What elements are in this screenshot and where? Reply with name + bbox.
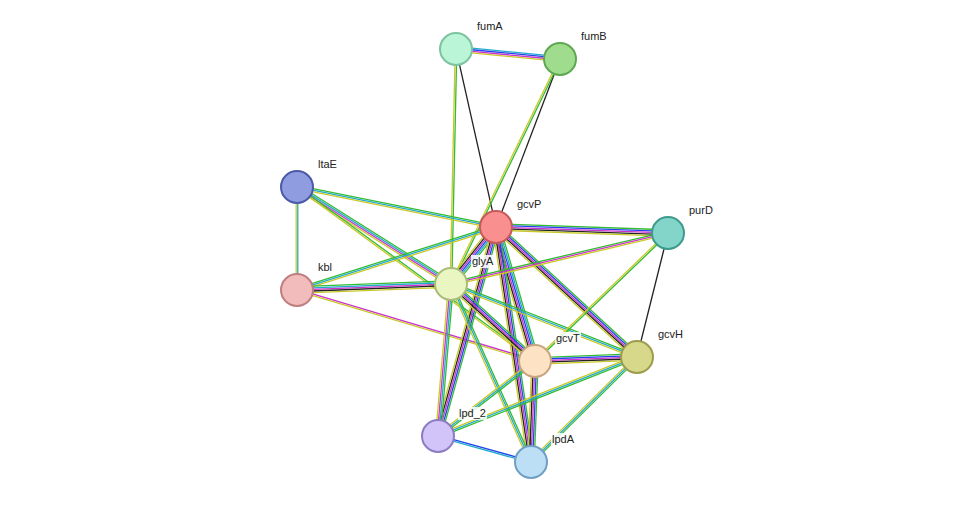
evidence-line <box>472 50 544 57</box>
interaction-edge <box>309 193 438 277</box>
evidence-line <box>312 193 439 273</box>
node-label: glyA <box>471 255 494 268</box>
evidence-line <box>472 53 544 60</box>
protein-node: glyA <box>434 267 468 301</box>
protein-node: lpd_2 <box>421 419 455 453</box>
interaction-edge <box>502 74 555 212</box>
protein-node: fumA <box>439 32 473 66</box>
evidence-line <box>313 190 481 224</box>
evidence-line <box>458 299 525 448</box>
interaction-edge <box>313 281 435 292</box>
evidence-line <box>437 300 447 420</box>
interaction-edge <box>495 242 532 446</box>
node-label: fumB <box>580 30 608 43</box>
evidence-line <box>502 74 555 212</box>
evidence-line <box>459 298 526 447</box>
evidence-line <box>452 372 524 427</box>
interaction-edge <box>512 224 652 235</box>
evidence-line <box>512 231 652 236</box>
evidence-line <box>296 203 297 274</box>
evidence-line <box>453 441 515 458</box>
node-label: lpdA <box>551 433 575 446</box>
evidence-line <box>528 377 531 446</box>
evidence-line <box>459 74 554 270</box>
evidence-line <box>311 195 438 275</box>
evidence-line <box>460 65 493 212</box>
evidence-line <box>542 368 625 450</box>
interaction-edge <box>457 73 553 270</box>
node-label: gcvT <box>555 332 581 345</box>
evidence-line <box>313 189 481 223</box>
interaction-edge <box>453 440 516 459</box>
node-label: fumA <box>476 20 504 33</box>
evidence-line <box>312 192 480 226</box>
node-label: gcvP <box>516 198 542 211</box>
interaction-edge <box>312 189 480 226</box>
node-label: lpd_2 <box>458 407 487 420</box>
protein-node: purD <box>651 216 685 250</box>
interaction-edge <box>450 370 524 428</box>
interaction-edge <box>541 367 627 452</box>
interaction-edge <box>506 235 628 348</box>
evidence-line <box>543 369 626 451</box>
interaction-edge <box>456 298 526 448</box>
evidence-line <box>450 370 522 425</box>
node-label: ltaE <box>317 158 338 171</box>
evidence-line <box>313 288 435 293</box>
interaction-edge <box>296 203 298 274</box>
evidence-line <box>451 371 523 426</box>
evidence-line <box>313 294 520 356</box>
protein-node: lpdA <box>514 445 548 479</box>
evidence-line <box>297 203 298 274</box>
evidence-line <box>546 244 656 350</box>
interaction-edge <box>437 300 452 421</box>
interaction-edge <box>312 294 520 357</box>
evidence-line <box>541 367 624 449</box>
interaction-edge <box>528 377 537 446</box>
interaction-edge <box>460 65 493 212</box>
evidence-line <box>457 73 552 269</box>
node-label: gcvH <box>657 328 684 341</box>
interaction-edge <box>309 196 522 352</box>
evidence-line <box>312 295 519 357</box>
protein-node: kbl <box>280 273 314 307</box>
evidence-line <box>454 440 516 457</box>
evidence-line <box>472 51 544 58</box>
node-label: kbl <box>317 261 333 274</box>
interaction-edge <box>546 244 657 351</box>
evidence-line <box>456 299 523 448</box>
interaction-edge <box>472 48 545 60</box>
interaction-edge <box>551 354 621 363</box>
protein-node: ltaE <box>280 170 314 204</box>
evidence-line <box>547 245 657 351</box>
node-label: purD <box>688 204 714 217</box>
protein-node: gcvT <box>518 344 552 378</box>
evidence-line <box>551 361 621 364</box>
evidence-line <box>439 300 449 420</box>
protein-node: gcvP <box>479 210 513 244</box>
protein-node: gcvH <box>620 340 654 374</box>
evidence-line <box>463 295 523 350</box>
evidence-line <box>451 65 455 268</box>
protein-node: fumB <box>543 42 577 76</box>
